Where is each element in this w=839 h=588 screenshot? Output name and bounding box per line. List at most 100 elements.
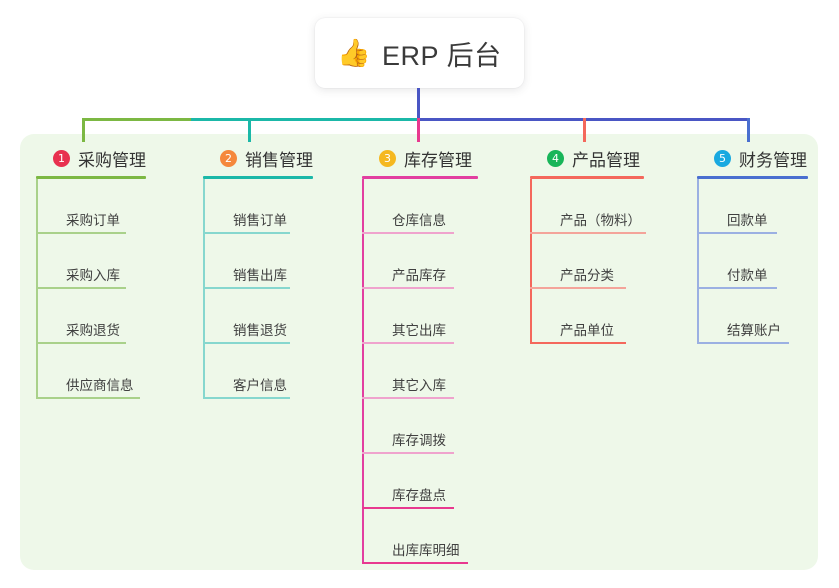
leaf-item[interactable]: 产品库存 <box>362 234 478 289</box>
leaf-item[interactable]: 采购退货 <box>36 289 146 344</box>
leaf-item[interactable]: 销售出库 <box>203 234 313 289</box>
leaf-rule <box>530 342 626 344</box>
leaf-item[interactable]: 仓库信息 <box>362 179 478 234</box>
branch-spine-5 <box>697 179 699 344</box>
leaf-item[interactable]: 销售订单 <box>203 179 313 234</box>
leaf-label: 付款单 <box>727 268 768 283</box>
leaf-item[interactable]: 客户信息 <box>203 344 313 399</box>
leaf-item[interactable]: 产品分类 <box>530 234 644 289</box>
leaf-rule <box>362 452 454 454</box>
leaf-rule <box>36 397 140 399</box>
branch-header-5[interactable]: 5 财务管理 <box>697 146 808 171</box>
leaf-label: 库存调拨 <box>392 433 446 448</box>
leaf-label: 产品单位 <box>560 323 614 338</box>
branch-spine-3 <box>362 179 364 564</box>
leaf-label: 销售退货 <box>233 323 287 338</box>
drop-col-2 <box>248 118 251 142</box>
bus-segment-mid <box>191 118 419 121</box>
leaf-rule <box>362 232 454 234</box>
leaf-rule <box>203 342 290 344</box>
leaf-item[interactable]: 出库库明细 <box>362 509 478 564</box>
root-title: ERP 后台 <box>382 40 502 71</box>
leaf-item[interactable]: 付款单 <box>697 234 808 289</box>
branch-badge-4: 4 <box>547 150 564 167</box>
leaf-label: 产品分类 <box>560 268 614 283</box>
leaf-label: 采购退货 <box>66 323 120 338</box>
leaf-label: 其它出库 <box>392 323 446 338</box>
leaf-item[interactable]: 产品单位 <box>530 289 644 344</box>
branch-column-2: 2 销售管理 销售订单 销售出库 销售退货 客户信息 <box>203 146 313 399</box>
leaf-label: 库存盘点 <box>392 488 446 503</box>
leaf-rule <box>203 287 290 289</box>
leaf-item[interactable]: 产品（物料） <box>530 179 646 234</box>
branch-badge-3: 3 <box>379 150 396 167</box>
branch-spine-1 <box>36 179 38 399</box>
branch-header-1[interactable]: 1 采购管理 <box>36 146 146 171</box>
leaf-label: 产品库存 <box>392 268 446 283</box>
branch-spine-2 <box>203 179 205 399</box>
branch-badge-2: 2 <box>220 150 237 167</box>
branch-title-3: 库存管理 <box>404 151 472 170</box>
leaf-label: 回款单 <box>727 213 768 228</box>
drop-col-5 <box>747 118 750 142</box>
leaf-list-1: 采购订单 采购入库 采购退货 供应商信息 <box>36 179 146 399</box>
leaf-rule <box>36 342 126 344</box>
leaf-label: 仓库信息 <box>392 213 446 228</box>
branch-rule-3 <box>362 176 478 179</box>
leaf-rule <box>36 232 126 234</box>
leaf-item[interactable]: 回款单 <box>697 179 808 234</box>
branch-column-4: 4 产品管理 产品（物料） 产品分类 产品单位 <box>530 146 646 344</box>
leaf-rule <box>203 397 290 399</box>
drop-col-4 <box>583 118 586 142</box>
leaf-rule <box>697 342 789 344</box>
branch-header-3[interactable]: 3 库存管理 <box>362 146 478 171</box>
branch-column-3: 3 库存管理 仓库信息 产品库存 其它出库 其它入库 库存调拨 <box>362 146 478 564</box>
leaf-label: 供应商信息 <box>66 378 134 393</box>
branch-rule-4 <box>530 176 644 179</box>
branch-rule-5 <box>697 176 808 179</box>
branch-header-4[interactable]: 4 产品管理 <box>530 146 644 171</box>
leaf-item[interactable]: 库存盘点 <box>362 454 478 509</box>
leaf-label: 销售出库 <box>233 268 287 283</box>
branch-title-2: 销售管理 <box>245 151 313 170</box>
leaf-rule <box>362 397 454 399</box>
branch-title-1: 采购管理 <box>78 151 146 170</box>
leaf-label: 出库库明细 <box>392 543 460 558</box>
leaf-item[interactable]: 其它出库 <box>362 289 478 344</box>
leaf-label: 采购订单 <box>66 213 120 228</box>
leaf-item[interactable]: 其它入库 <box>362 344 478 399</box>
leaf-rule <box>362 342 454 344</box>
branch-badge-5: 5 <box>714 150 731 167</box>
leaf-label: 采购入库 <box>66 268 120 283</box>
branch-column-1: 1 采购管理 采购订单 采购入库 采购退货 供应商信息 <box>36 146 146 399</box>
leaf-item[interactable]: 结算账户 <box>697 289 808 344</box>
leaf-rule <box>203 232 290 234</box>
leaf-item[interactable]: 采购入库 <box>36 234 146 289</box>
branch-title-5: 财务管理 <box>739 151 807 170</box>
root-node[interactable]: 👍 ERP 后台 <box>315 18 524 88</box>
leaf-rule <box>530 287 626 289</box>
leaf-rule <box>697 287 777 289</box>
content-panel <box>20 134 818 570</box>
leaf-rule <box>697 232 777 234</box>
branch-column-5: 5 财务管理 回款单 付款单 结算账户 <box>697 146 808 344</box>
drop-col-1 <box>82 118 85 142</box>
leaf-rule <box>362 287 454 289</box>
leaf-item[interactable]: 供应商信息 <box>36 344 146 399</box>
branch-spine-4 <box>530 179 532 344</box>
branch-header-2[interactable]: 2 销售管理 <box>203 146 313 171</box>
leaf-item[interactable]: 库存调拨 <box>362 399 478 454</box>
leaf-list-5: 回款单 付款单 结算账户 <box>697 179 808 344</box>
branch-title-4: 产品管理 <box>572 151 640 170</box>
leaf-label: 产品（物料） <box>560 213 641 228</box>
leaf-rule <box>530 232 646 234</box>
branch-badge-1: 1 <box>53 150 70 167</box>
drop-col-3 <box>417 118 420 142</box>
root-stem <box>417 88 420 120</box>
leaf-item[interactable]: 销售退货 <box>203 289 313 344</box>
leaf-list-2: 销售订单 销售出库 销售退货 客户信息 <box>203 179 313 399</box>
leaf-label: 销售订单 <box>233 213 287 228</box>
leaf-item[interactable]: 采购订单 <box>36 179 146 234</box>
leaf-list-3: 仓库信息 产品库存 其它出库 其它入库 库存调拨 库存盘点 <box>362 179 478 564</box>
